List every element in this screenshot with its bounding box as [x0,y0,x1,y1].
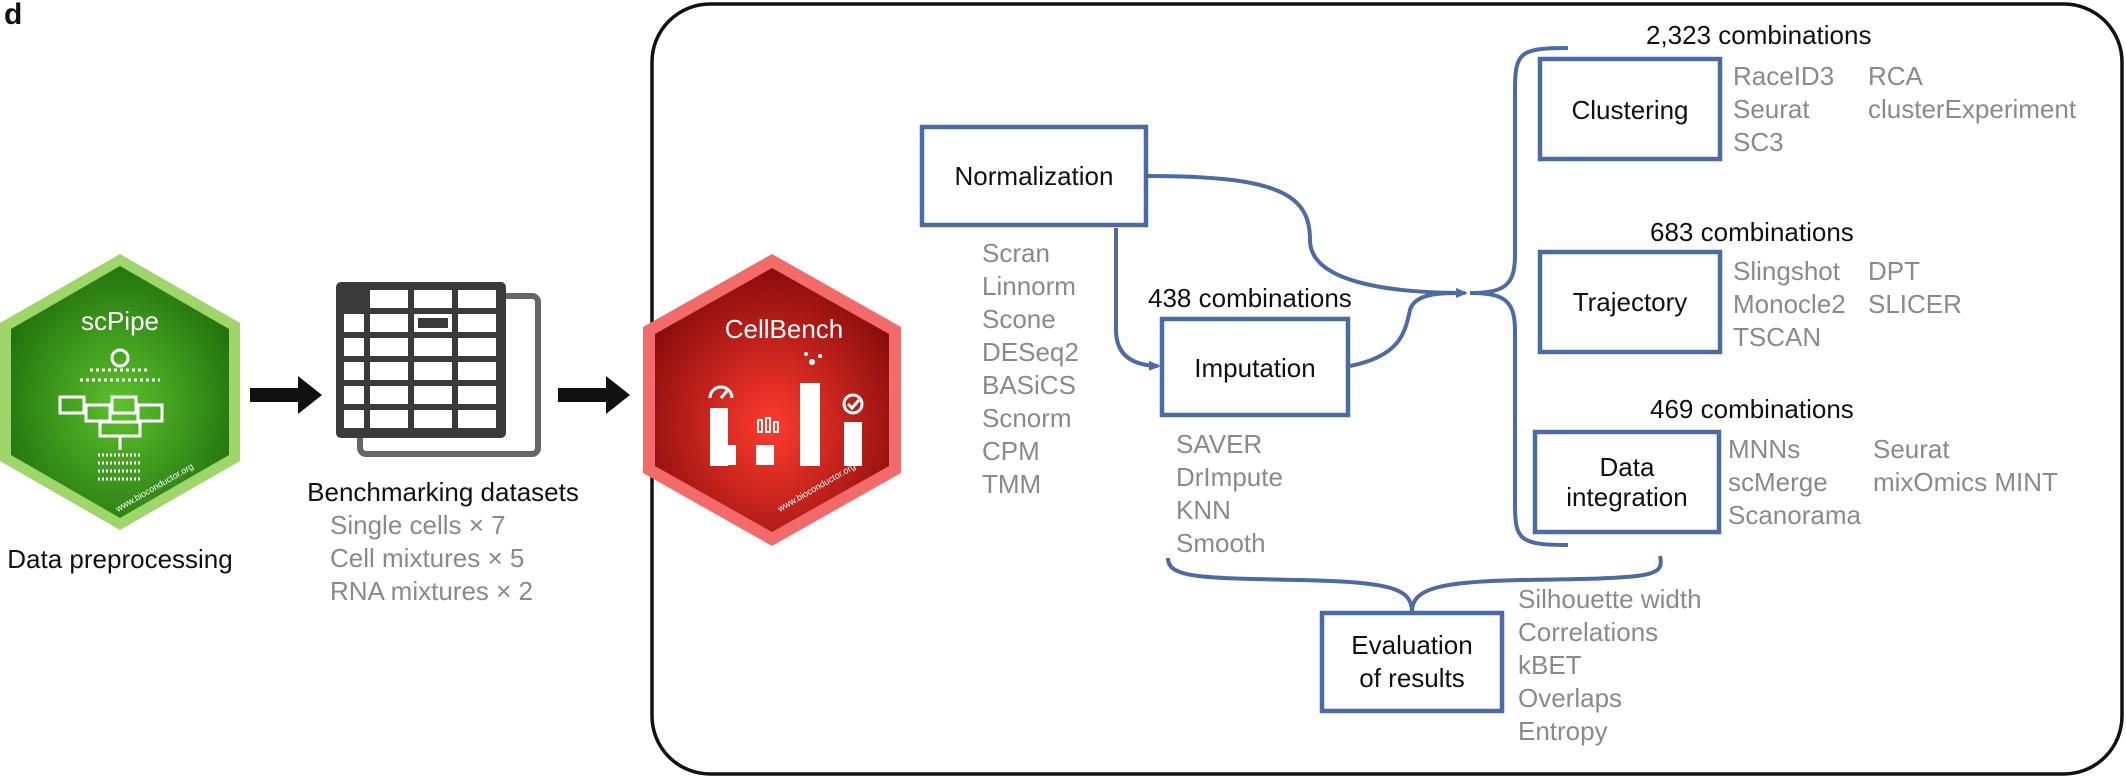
trajectory-box [1537,249,1723,355]
imputation-label: Imputation [1194,353,1315,383]
method-item: mixOmics MINT [1873,467,2058,497]
metric-item: Entropy [1518,716,1608,746]
normalization-methods: Scran Linnorm Scone DESeq2 BASiCS Scnorm… [982,238,1079,499]
cellbench-logo: CellBench www.bioconductor.org [643,254,901,546]
method-item: MNNs [1728,434,1800,464]
method-item: Seurat [1733,94,1810,124]
imputation-methods: SAVER DrImpute KNN Smooth [1176,429,1283,558]
integration-box [1532,429,1722,535]
clustering-box [1537,56,1723,162]
scpipe-logo: scPipe www.bioconductor.org [0,254,240,530]
preprocessing-caption: Data preprocessing [7,544,232,574]
trajectory-label: Trajectory [1573,287,1688,317]
method-item: Smooth [1176,528,1266,558]
imputation-combinations: 438 combinations [1148,283,1352,313]
method-item: Monocle2 [1733,289,1846,319]
method-item: DrImpute [1176,462,1283,492]
method-item: Scran [982,238,1050,268]
method-item: DESeq2 [982,337,1079,367]
method-item: Slingshot [1733,256,1841,286]
clustering-combinations: 2,323 combinations [1646,20,1871,50]
method-item: SAVER [1176,429,1262,459]
method-item: Scone [982,304,1056,334]
method-item: CPM [982,436,1040,466]
evaluation-label-line2: of results [1359,663,1465,693]
integration-label-line1: Data [1600,452,1655,482]
method-item: SC3 [1733,127,1784,157]
metric-item: Correlations [1518,617,1658,647]
method-item: Linnorm [982,271,1076,301]
dataset-table-icon [336,282,541,457]
evaluation-label-line1: Evaluation [1351,630,1472,660]
method-item: RaceID3 [1733,61,1834,91]
panel-letter: d [4,0,22,31]
method-item: BASiCS [982,370,1076,400]
method-item: DPT [1868,256,1920,286]
clustering-label: Clustering [1571,95,1688,125]
integration-label-line2: integration [1566,482,1687,512]
pipe-network-icon [58,348,164,481]
datasets-title: Benchmarking datasets [307,477,579,507]
evaluation-metrics: Silhouette width Correlations kBET Overl… [1518,584,1702,746]
method-item: clusterExperiment [1868,94,2077,124]
normalization-label: Normalization [955,161,1114,191]
dataset-item: RNA mixtures × 2 [330,576,533,606]
downstream-bracket [1469,46,1569,547]
scpipe-logo-title: scPipe [81,306,159,336]
method-item: Scanorama [1728,500,1861,530]
imputation-to-hub-connector [1349,291,1466,368]
norm-to-imputation-connector [1114,228,1161,371]
method-item: TSCAN [1733,322,1821,352]
integration-combinations: 469 combinations [1650,394,1854,424]
arrow-right-icon [558,376,630,414]
dataset-item: Cell mixtures × 5 [330,543,524,573]
method-item: KNN [1176,495,1231,525]
normalization-to-hub-connector [1147,174,1468,298]
method-item: Seurat [1873,434,1950,464]
method-item: scMerge [1728,467,1828,497]
normalization-box [919,124,1149,228]
metric-item: kBET [1518,650,1582,680]
trajectory-combinations: 683 combinations [1650,217,1854,247]
dataset-item: Single cells × 7 [330,510,506,540]
metric-item: Overlaps [1518,683,1622,713]
method-item: SLICER [1868,289,1962,319]
metric-item: Silhouette width [1518,584,1702,614]
imputation-box [1159,316,1351,418]
method-item: TMM [982,469,1041,499]
method-item: RCA [1868,61,1924,91]
arrow-right-icon [250,376,322,414]
cellbench-logo-title: CellBench [725,314,844,344]
evaluation-box [1319,610,1505,714]
method-item: Scnorm [982,403,1072,433]
